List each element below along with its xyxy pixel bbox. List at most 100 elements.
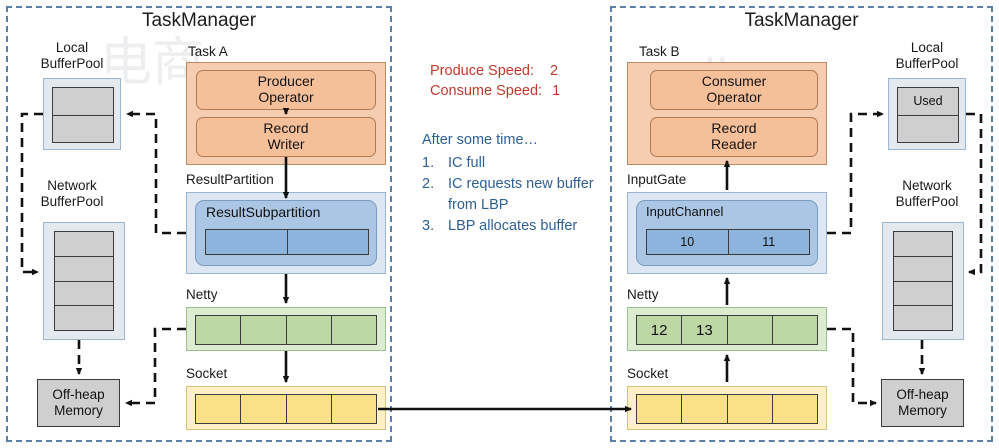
buffer-cell [286,230,368,254]
record-reader-box: Record Reader [650,117,818,157]
record-line: Record [711,120,757,137]
buffer-cell [898,114,958,142]
produce-speed-value: 2 [550,63,559,79]
result-subpartition-box: ResultSubpartition [195,200,377,266]
label-line: BufferPool [40,55,104,71]
step-item-3: 3. LBP allocates buffer [422,218,577,234]
label-line: BufferPool [895,193,959,209]
offheap-line: Memory [898,403,947,418]
buffer-cell [285,395,331,423]
result-partition-label: ResultPartition [186,172,274,187]
buffer-cell [206,230,287,254]
offheap-line: Off-heap [896,387,949,403]
label-line: BufferPool [895,55,959,71]
label-line: Local [55,40,89,55]
right-task-label: Task B [639,44,680,59]
left-socket-box [186,386,386,430]
left-local-bufferpool-cells [52,87,114,143]
operator-line: Operator [258,89,314,105]
produce-speed-label: Produce Speed: [430,63,534,79]
after-some-time-heading: After some time… [422,132,539,148]
label-line: BufferPool [40,193,104,209]
left-offheap-memory-box: Off-heap Memory [37,379,120,427]
buffer-cell [894,255,952,281]
step-text: IC requests new buffer [448,176,594,192]
right-local-bufferpool-label: Local BufferPool [872,40,982,71]
left-network-bufferpool-cells [54,231,114,331]
step-number: 2. [422,176,435,192]
operator-line: Producer [257,73,315,90]
input-channel-box: InputChannel 10 11 [636,200,818,266]
left-taskmanager-panel [6,6,392,442]
buffer-cell [55,232,113,256]
buffer-cell [55,280,113,306]
right-offheap-memory-box: Off-heap Memory [881,379,964,427]
right-socket-box [627,386,827,430]
buffer-cell [894,280,952,306]
record-writer-box: Record Writer [196,117,376,157]
label-line: Network [47,178,97,193]
left-network-bufferpool-label: Network BufferPool [22,178,122,209]
step-item-2: 2. IC requests new buffer [422,176,594,192]
step-text: IC full [448,155,486,171]
right-socket-cells [636,394,818,424]
buffer-cell [55,255,113,281]
right-local-bufferpool-box: Used [888,78,966,150]
left-network-bufferpool-box [43,222,125,340]
right-netty-label: Netty [627,287,659,302]
right-taskmanager-title: TaskManager [744,10,859,31]
buffer-cell [53,114,113,142]
buffer-cell: 10 [647,230,728,254]
buffer-cell [55,305,113,330]
buffer-cell [771,316,817,344]
consume-speed-value: 1 [552,83,561,99]
consumer-operator-box: Consumer Operator [650,70,818,110]
buffer-cell: 11 [727,230,809,254]
left-netty-box [186,307,386,351]
right-network-bufferpool-label: Network BufferPool [872,178,982,209]
right-network-bufferpool-cells [893,231,953,331]
right-network-bufferpool-box [882,222,964,340]
right-socket-label: Socket [627,366,669,381]
operator-line: Operator [706,89,762,105]
buffer-cell [330,395,376,423]
buffer-cell [894,232,952,256]
producer-operator-box: Producer Operator [196,70,376,110]
right-taskmanager-panel [610,6,993,442]
step-item-2-continued: from LBP [448,197,509,213]
buffer-cell [196,316,241,344]
buffer-cell [726,395,772,423]
left-socket-cells [195,394,377,424]
buffer-cell [240,395,286,423]
step-number: 3. [422,218,435,234]
buffer-cell [196,395,241,423]
buffer-cell: 12 [637,316,682,344]
buffer-cell-used: Used [898,88,958,115]
input-channel-title: InputChannel [646,204,724,219]
result-subpartition-title: ResultSubpartition [206,204,321,220]
left-local-bufferpool-label: Local BufferPool [22,40,122,71]
right-netty-box: 12 13 [627,307,827,351]
right-netty-cells: 12 13 [636,315,818,345]
produce-speed-row: Produce Speed: 2 [430,63,558,79]
record-line: Reader [711,136,757,152]
step-text: LBP allocates buffer [448,218,578,234]
buffer-cell [681,395,727,423]
right-local-bufferpool-cells: Used [897,87,959,143]
label-line: Local [910,40,944,55]
left-socket-label: Socket [186,366,228,381]
left-netty-label: Netty [186,287,218,302]
buffer-cell [894,305,952,330]
consume-speed-row: Consume Speed: 1 [430,83,560,99]
offheap-line: Memory [54,403,103,418]
buffer-cell [726,316,772,344]
buffer-cell [771,395,817,423]
operator-line: Consumer [701,73,767,90]
step-item-1: 1. IC full [422,155,485,171]
consume-speed-label: Consume Speed: [430,83,543,99]
label-line: Network [902,178,952,193]
buffer-cell [240,316,286,344]
left-local-bufferpool-box [43,78,121,150]
record-line: Record [263,120,309,137]
